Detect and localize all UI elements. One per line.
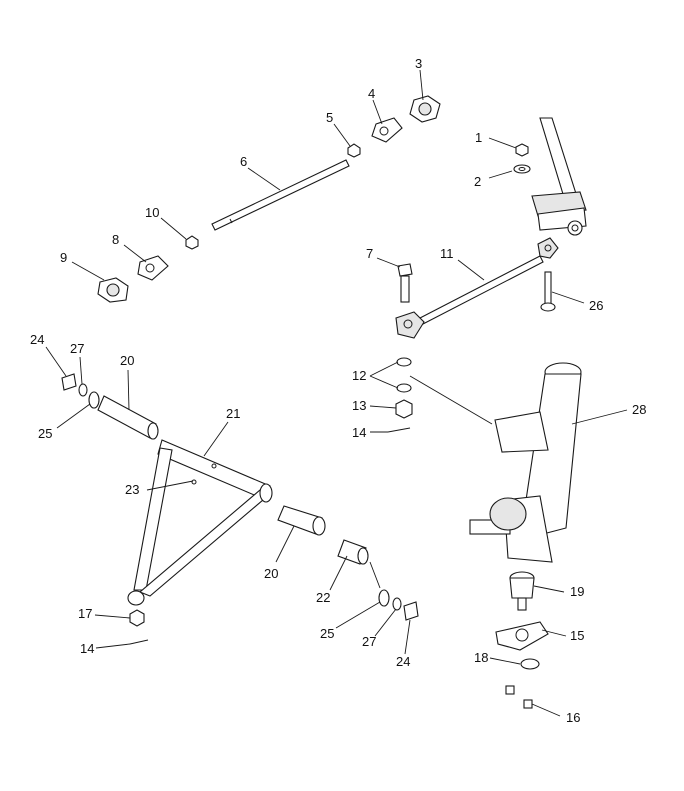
part-7-bolt bbox=[397, 263, 413, 303]
part-4-ball-joint bbox=[371, 117, 403, 143]
callout-28: 28 bbox=[632, 402, 646, 417]
part-21-a-arm bbox=[127, 439, 273, 606]
callout-6: 6 bbox=[240, 154, 247, 169]
callout-24-upper: 24 bbox=[30, 332, 44, 347]
callout-27-lower: 27 bbox=[362, 634, 376, 649]
callout-19: 19 bbox=[570, 584, 584, 599]
callout-13: 13 bbox=[352, 398, 366, 413]
part-24-bolt-upper bbox=[61, 373, 77, 391]
part-28-steering-knuckle bbox=[469, 362, 582, 563]
callout-labels: 1 2 3 4 5 6 7 8 9 10 11 12 13 14 15 16 1… bbox=[30, 56, 646, 725]
callout-16: 16 bbox=[566, 710, 580, 725]
part-15-plate bbox=[495, 621, 549, 651]
part-24-bolt-lower bbox=[403, 601, 419, 621]
callout-8: 8 bbox=[112, 232, 119, 247]
part-22-bushing bbox=[337, 539, 369, 565]
callout-20-upper: 20 bbox=[120, 353, 134, 368]
part-19-ball-joint bbox=[509, 571, 535, 611]
callout-26: 26 bbox=[589, 298, 603, 313]
callout-24-lower: 24 bbox=[396, 654, 410, 669]
part-6-tie-rod bbox=[211, 159, 350, 231]
callout-25-upper: 25 bbox=[38, 426, 52, 441]
part-27-washer-upper bbox=[78, 383, 88, 397]
callout-25-lower: 25 bbox=[320, 626, 334, 641]
callout-3: 3 bbox=[415, 56, 422, 71]
callout-22: 22 bbox=[316, 590, 330, 605]
part-20-bushing-lower bbox=[277, 505, 326, 536]
callout-9: 9 bbox=[60, 250, 67, 265]
callout-11: 11 bbox=[440, 246, 454, 261]
part-18-boot bbox=[520, 658, 540, 670]
callout-14-lower: 14 bbox=[80, 641, 94, 656]
part-11-tie-rod-assembly bbox=[395, 237, 559, 339]
callout-5: 5 bbox=[326, 110, 333, 125]
part-26-bolt bbox=[540, 271, 556, 312]
callout-4: 4 bbox=[368, 86, 375, 101]
steering-column-part bbox=[531, 117, 587, 236]
part-14-cotter-pin bbox=[387, 427, 411, 433]
leader-lines bbox=[45, 69, 628, 717]
part-3-rod-end bbox=[409, 95, 441, 123]
callout-20-lower: 20 bbox=[264, 566, 278, 581]
part-16-screws bbox=[505, 685, 533, 709]
part-1-nut bbox=[515, 143, 529, 157]
callout-23: 23 bbox=[125, 482, 139, 497]
part-27-washer-lower bbox=[392, 597, 402, 611]
callout-2: 2 bbox=[474, 174, 481, 189]
part-9-rod-end bbox=[97, 277, 129, 303]
part-12-washers bbox=[396, 357, 412, 393]
part-10-jam-nut bbox=[185, 235, 199, 250]
callout-15: 15 bbox=[570, 628, 584, 643]
callout-17: 17 bbox=[78, 606, 92, 621]
callout-27-upper: 27 bbox=[70, 341, 84, 356]
callout-21: 21 bbox=[226, 406, 240, 421]
part-20-bushing-upper bbox=[97, 395, 159, 440]
callout-18: 18 bbox=[474, 650, 488, 665]
part-25-washer-upper bbox=[88, 391, 100, 409]
part-2-washer bbox=[513, 164, 531, 174]
part-5-jam-nut bbox=[347, 143, 361, 158]
callout-10: 10 bbox=[145, 205, 159, 220]
callout-14-upper: 14 bbox=[352, 425, 366, 440]
callout-12: 12 bbox=[352, 368, 366, 383]
callout-1: 1 bbox=[475, 130, 482, 145]
part-13-castle-nut bbox=[395, 399, 413, 419]
callout-7: 7 bbox=[366, 246, 373, 261]
part-14-cotter-pin-lower bbox=[129, 639, 149, 645]
part-17-castle-nut bbox=[129, 609, 145, 627]
part-25-washer-lower bbox=[378, 589, 390, 607]
